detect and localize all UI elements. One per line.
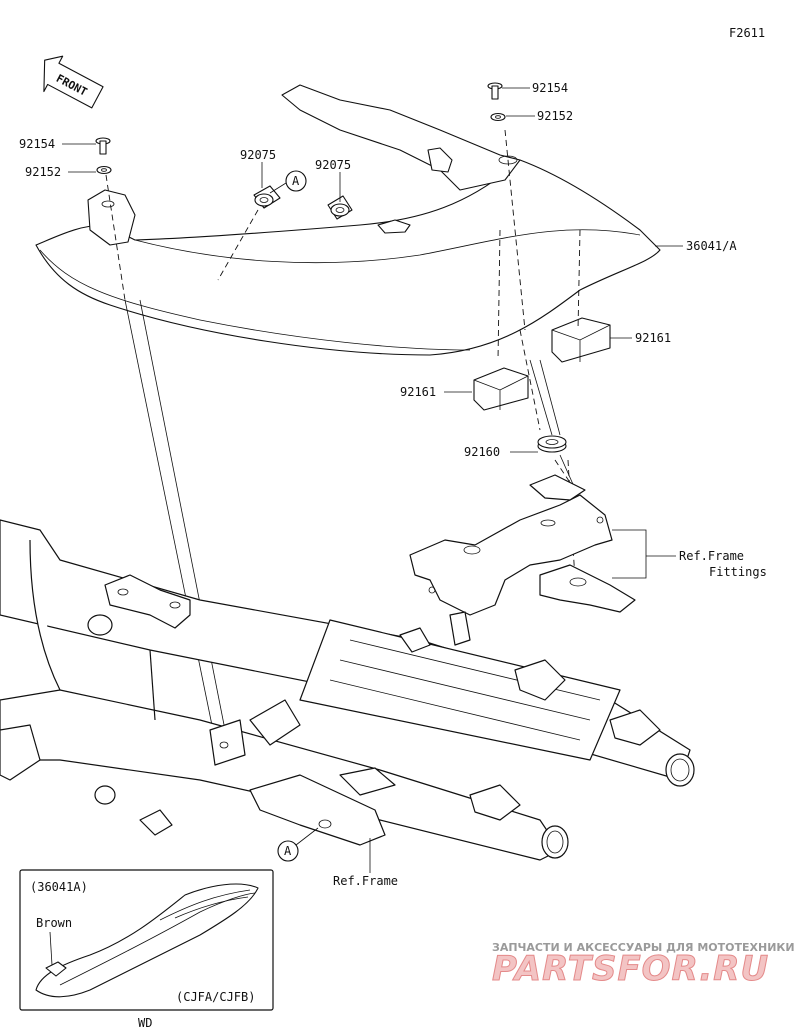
assembly-lines <box>105 129 581 746</box>
bolt-92154-right <box>487 82 503 100</box>
marker-a-upper: A <box>285 170 307 192</box>
inset-color-label: Brown <box>36 916 72 930</box>
callout-bolt-left: 92154 <box>19 137 55 151</box>
callout-grommet-lower: 92160 <box>464 445 500 459</box>
callout-washer-right: 92152 <box>537 109 573 123</box>
watermark-line2: PARTSFOR.RU <box>492 949 769 989</box>
leader-lines <box>62 87 683 873</box>
figure-code: F2611 <box>729 26 765 40</box>
bolt-92154-left <box>95 137 111 155</box>
callout-bolt-right: 92154 <box>532 81 568 95</box>
marker-a-upper-label: A <box>292 174 300 188</box>
callout-ref-fittings-2: Fittings <box>709 565 767 579</box>
callout-grommet-right: 92075 <box>315 158 351 172</box>
variant-inset: (36041A) Brown (CJFA/CJFB) <box>19 869 274 1011</box>
frame-fittings-bracket <box>409 474 636 616</box>
footer-code: WD <box>138 1016 152 1030</box>
marker-a-lower-label: A <box>284 844 292 858</box>
callout-grommet-left: 92075 <box>240 148 276 162</box>
inset-part-code: (36041A) <box>30 880 88 894</box>
washer-92152-left <box>96 165 112 175</box>
marker-a-lower: A <box>277 840 299 862</box>
callout-pad-left: 92161 <box>400 385 436 399</box>
watermark-line1: ЗАПЧАСТИ И АКСЕССУАРЫ ДЛЯ МОТОТЕХНИКИ <box>492 941 795 954</box>
callout-cover: 36041/A <box>686 239 737 253</box>
callout-ref-fittings-1: Ref.Frame <box>679 549 744 563</box>
callout-pad-right: 92161 <box>635 331 671 345</box>
callout-ref-frame: Ref.Frame <box>333 874 398 888</box>
washer-92152-right <box>490 112 506 122</box>
pad-92161-left <box>473 367 529 411</box>
grommet-92075-right <box>327 195 353 220</box>
watermark: ЗАПЧАСТИ И АКСЕССУАРЫ ДЛЯ МОТОТЕХНИКИ PA… <box>492 941 795 990</box>
front-arrow-icon: FRONT <box>43 55 104 109</box>
grommet-92160 <box>537 435 567 453</box>
inset-model-codes: (CJFA/CJFB) <box>176 990 255 1004</box>
main-frame <box>0 519 695 861</box>
pad-92161-right <box>551 317 611 363</box>
seat-cowl-36041 <box>35 84 661 356</box>
callout-washer-left: 92152 <box>25 165 61 179</box>
grommet-92075-left <box>253 185 281 209</box>
